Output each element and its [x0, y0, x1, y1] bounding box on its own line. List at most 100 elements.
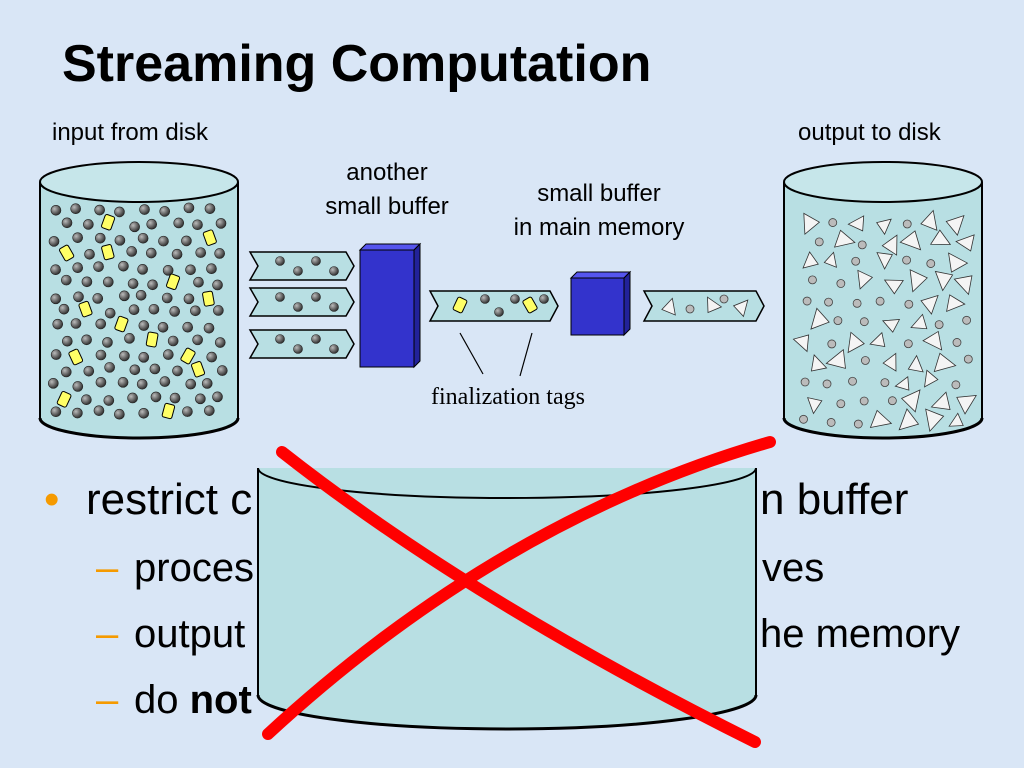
data-point: [124, 333, 135, 344]
data-point: [193, 276, 204, 288]
data-point: [48, 378, 59, 389]
output-triangle: [898, 408, 920, 431]
output-triangle: [876, 252, 893, 270]
sub-bullet-2-right: he memory: [760, 612, 961, 656]
data-point: [329, 344, 339, 354]
data-point: [148, 303, 160, 315]
data-point: [201, 378, 213, 389]
output-point: [951, 380, 961, 390]
data-point: [103, 395, 115, 406]
output-triangle: [956, 395, 977, 415]
data-point: [185, 378, 197, 390]
output-point: [887, 396, 897, 406]
output-triangle: [882, 352, 897, 372]
finalization-tag: [202, 229, 217, 246]
input-disk-cylinder: [38, 161, 240, 440]
output-triangle: [920, 294, 939, 315]
data-point: [163, 349, 174, 360]
output-triangle: [899, 230, 922, 251]
output-triangle: [732, 299, 749, 318]
data-point: [147, 279, 158, 291]
output-triangle: [825, 348, 846, 369]
data-point: [94, 232, 106, 244]
output-triangle: [924, 369, 939, 388]
data-point: [128, 304, 140, 316]
data-point: [185, 264, 196, 276]
output-triangle: [933, 352, 957, 373]
data-point: [119, 350, 130, 362]
data-point: [62, 335, 73, 347]
output-point: [853, 419, 863, 429]
data-point: [72, 262, 84, 273]
output-point: [828, 218, 838, 227]
dash-icon: –: [96, 546, 119, 590]
output-point: [685, 304, 695, 314]
data-point: [293, 266, 303, 276]
sub-bullet-3-left: do: [134, 678, 190, 722]
another-buffer-label-line1: another: [346, 159, 428, 186]
output-triangle: [807, 397, 823, 415]
data-point: [127, 392, 138, 404]
red-cross-icon: [262, 436, 776, 748]
finalization-tag: [68, 348, 84, 366]
output-triangle: [869, 331, 886, 347]
data-point: [195, 393, 206, 405]
data-point: [190, 305, 201, 317]
data-point: [212, 391, 223, 403]
middle-stream: [428, 290, 559, 322]
output-point: [860, 356, 870, 365]
output-triangle: [946, 294, 966, 312]
data-point: [293, 344, 303, 354]
output-point: [719, 294, 729, 304]
data-point: [169, 306, 180, 317]
data-point: [72, 381, 84, 392]
data-point: [61, 274, 72, 286]
data-point: [60, 366, 72, 378]
finalization-tags-label: finalization tags: [431, 384, 585, 410]
sub-bullet-1-left: proces: [134, 546, 255, 590]
data-point: [70, 318, 82, 329]
data-point: [70, 203, 81, 215]
output-triangle: [945, 215, 965, 236]
dash-icon: –: [96, 678, 119, 722]
data-point: [212, 279, 223, 291]
data-point: [95, 376, 107, 388]
main-bullet: •restrict c: [44, 474, 252, 526]
data-point: [214, 337, 226, 348]
data-point: [138, 352, 150, 363]
finalization-tag: [522, 296, 538, 314]
data-point: [126, 246, 138, 257]
data-point: [127, 278, 139, 289]
output-triangle: [847, 215, 865, 232]
finalization-tag: [452, 296, 468, 314]
data-point: [58, 303, 70, 315]
data-point: [119, 290, 130, 302]
data-point: [118, 260, 129, 272]
data-point: [81, 394, 92, 405]
main-buffer-label: small buffer in main memory: [496, 177, 702, 245]
finalization-tag: [101, 214, 116, 231]
data-point: [275, 256, 285, 266]
main-bullet-right: n buffer: [760, 475, 909, 524]
data-point: [183, 293, 195, 305]
data-point: [50, 264, 61, 275]
data-point: [52, 318, 64, 330]
data-point: [215, 218, 227, 229]
data-point: [311, 292, 321, 302]
output-triangle: [707, 296, 723, 314]
data-point: [169, 392, 181, 404]
data-point: [171, 248, 183, 260]
sub-bullet-2: –output: [96, 610, 245, 658]
data-point: [183, 202, 195, 214]
data-point: [172, 365, 183, 377]
output-triangle: [661, 297, 676, 316]
data-point: [117, 377, 129, 388]
data-point: [149, 363, 161, 375]
output-point: [952, 338, 962, 347]
output-triangle: [792, 334, 810, 353]
data-point: [94, 204, 105, 216]
output-stream: [642, 290, 765, 322]
data-point: [157, 321, 169, 333]
data-point: [206, 263, 217, 275]
